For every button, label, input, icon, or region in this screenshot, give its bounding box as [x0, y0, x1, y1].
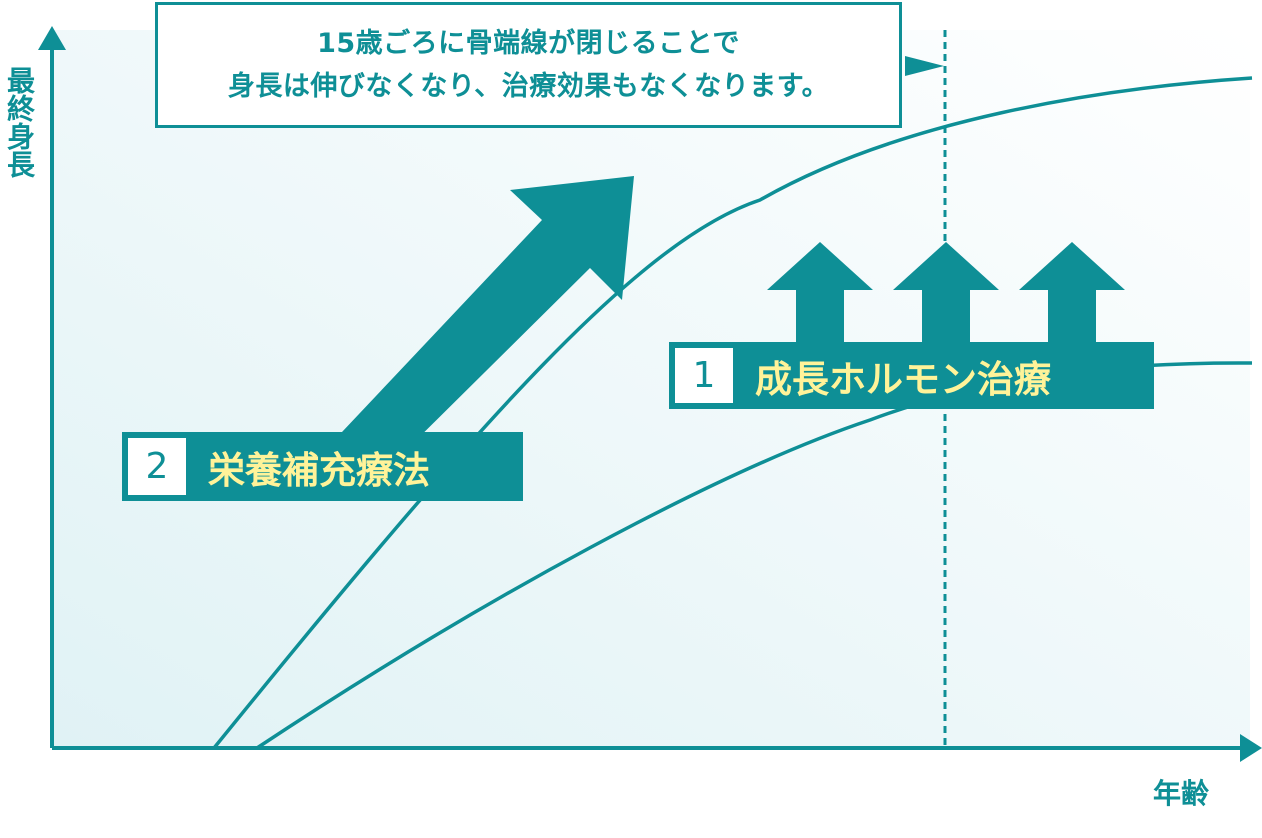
treatment-label: 栄養補充療法	[208, 448, 430, 492]
growth-hormone-up-arrow	[767, 242, 873, 342]
x-axis-label: 年齢	[1153, 777, 1210, 810]
nutrition-therapy-tag: 2 栄養補充療法	[122, 432, 523, 501]
growth-hormone-up-arrow	[893, 242, 999, 342]
nutrition-effect-arrow	[342, 176, 634, 474]
treatment-number: 1	[675, 348, 733, 403]
growth-hormone-up-arrow	[1019, 242, 1125, 342]
growth-plate-callout: 15歳ごろに骨端線が閉じることで 身長は伸びなくなり、治療効果もなくなります。	[155, 2, 902, 128]
treatment-label: 成長ホルモン治療	[755, 357, 1051, 401]
callout-pointer-arrow	[905, 56, 944, 76]
callout-line-1: 15歳ごろに骨端線が閉じることで	[317, 28, 740, 59]
treated-growth-curve	[212, 76, 1253, 750]
treatment-number: 2	[128, 438, 186, 495]
y-axis-arrowhead	[38, 26, 66, 50]
callout-line-2: 身長は伸びなくなり、治療効果もなくなります。	[227, 71, 830, 102]
growth-hormone-treatment-tag: 1 成長ホルモン治療	[669, 342, 1154, 409]
x-axis-arrowhead	[1240, 734, 1262, 762]
y-axis-label: 最終身長	[3, 66, 36, 178]
